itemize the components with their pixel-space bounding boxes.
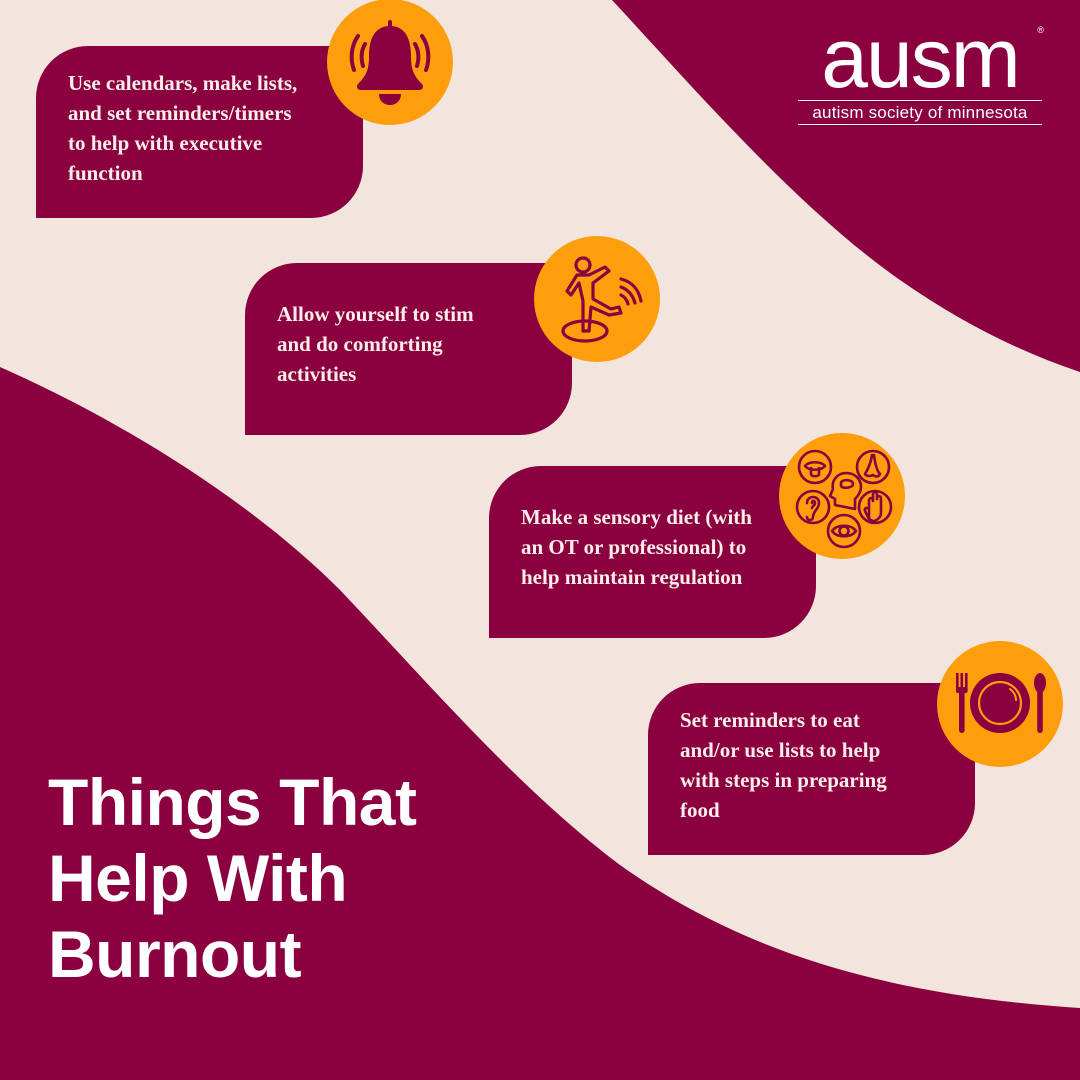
tip-line: food: [680, 798, 720, 822]
icon-badge: [327, 0, 453, 125]
tip-line: help maintain regulation: [521, 565, 743, 589]
tip-card-eating: Set reminders to eat and/or use lists to…: [648, 683, 975, 855]
tip-line: Allow yourself to stim: [277, 302, 474, 326]
tip-line: an OT or professional) to: [521, 535, 747, 559]
five-senses-icon: [795, 449, 893, 549]
ausm-logo: ausm® autism society of minnesota: [798, 11, 1044, 125]
title-line: Burnout: [48, 917, 302, 991]
tip-line: and do comforting: [277, 332, 443, 356]
icon-badge: [937, 641, 1063, 767]
icon-badge: [534, 236, 660, 362]
registered-mark: ®: [1037, 25, 1044, 35]
top-right-wave: [612, 0, 1080, 372]
tip-line: Make a sensory diet (with: [521, 505, 752, 529]
hearing-icon: [795, 489, 831, 525]
tip-line: and set reminders/timers: [68, 101, 292, 125]
tip-card-sensory-diet: Make a sensory diet (with an OT or profe…: [489, 466, 816, 638]
tip-line: Set reminders to eat: [680, 708, 860, 732]
tip-line: Use calendars, make lists,: [68, 71, 298, 95]
sight-icon: [826, 513, 862, 549]
stim-person-icon: [561, 256, 643, 343]
icon-badge: [779, 433, 905, 559]
smell-icon: [855, 449, 891, 485]
tip-line: with steps in preparing: [680, 768, 887, 792]
logo-tagline: autism society of minnesota: [798, 100, 1042, 125]
page-title: Things That Help With Burnout: [48, 764, 417, 992]
tip-line: to help with executive: [68, 131, 263, 155]
tip-line: and/or use lists to help: [680, 738, 881, 762]
tip-line: activities: [277, 362, 357, 386]
plate-fork-spoon-icon: [956, 673, 1046, 733]
taste-icon: [797, 449, 833, 485]
title-line: Things That: [48, 765, 417, 839]
touch-icon: [857, 489, 893, 525]
tip-card-executive-function: Use calendars, make lists, and set remin…: [36, 46, 363, 218]
tip-card-stim: Allow yourself to stim and do comforting…: [245, 263, 572, 435]
tip-line: function: [68, 161, 143, 185]
bell-ringing-icon: [349, 20, 431, 105]
logo-wordmark: ausm®: [821, 11, 1044, 105]
head-icon: [828, 471, 863, 511]
title-line: Help With: [48, 841, 348, 915]
bottom-left-wave: [0, 367, 1080, 1080]
